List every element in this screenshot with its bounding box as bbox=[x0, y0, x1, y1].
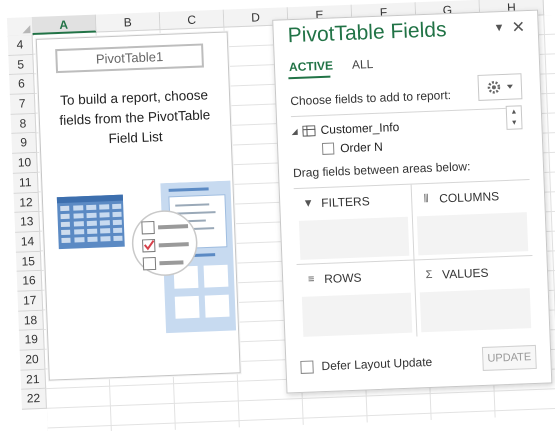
row-header-4[interactable]: 4 bbox=[7, 35, 34, 56]
checklist-magnifier-icon bbox=[131, 210, 198, 276]
row-header-10[interactable]: 10 bbox=[12, 153, 38, 174]
pivot-areas: ▼ FILTERS ⦀ COLUMNS ≡ ROWS bbox=[293, 179, 536, 343]
row-header-20[interactable]: 20 bbox=[19, 349, 46, 371]
scroll-up-icon[interactable]: ▲ bbox=[510, 108, 518, 116]
defer-layout-update[interactable]: Defer Layout Update bbox=[300, 355, 432, 374]
pivot-table-placeholder[interactable]: PivotTable1 To build a report, choose fi… bbox=[35, 31, 241, 381]
pivottable-fields-pane: PivotTable Fields ▼ ✕ ACTIVE ALL Choose … bbox=[272, 9, 553, 394]
table-name: Customer_Info bbox=[320, 120, 400, 138]
pane-options-dropdown-icon[interactable]: ▼ bbox=[493, 21, 505, 35]
row-header-11[interactable]: 11 bbox=[12, 172, 39, 194]
field-item[interactable]: Order N bbox=[321, 139, 384, 156]
filter-icon: ▼ bbox=[302, 197, 314, 210]
values-area[interactable]: Σ VALUES bbox=[415, 256, 536, 336]
tab-active[interactable]: ACTIVE bbox=[288, 58, 334, 75]
scroll-down-icon[interactable]: ▼ bbox=[510, 119, 518, 127]
defer-checkbox[interactable] bbox=[300, 359, 314, 374]
update-button[interactable]: UPDATE bbox=[481, 344, 537, 371]
table-node[interactable]: ◢ Customer_Info bbox=[291, 119, 399, 139]
pivot-table-hint: To build a report, choose fields from th… bbox=[43, 85, 227, 152]
values-header: Σ VALUES bbox=[421, 265, 489, 283]
row-header-17[interactable]: 17 bbox=[17, 290, 44, 312]
table-illustration-icon bbox=[56, 194, 125, 250]
collapse-arrow-icon[interactable]: ◢ bbox=[291, 126, 298, 136]
row-header-16[interactable]: 16 bbox=[16, 271, 43, 292]
filters-drop-zone[interactable] bbox=[298, 216, 410, 260]
row-header-21[interactable]: 21 bbox=[20, 369, 47, 391]
filters-header: ▼ FILTERS bbox=[300, 194, 370, 211]
row-header-14[interactable]: 14 bbox=[15, 231, 41, 253]
row-header-5[interactable]: 5 bbox=[8, 54, 35, 76]
gear-icon bbox=[487, 81, 513, 94]
row-header-22[interactable]: 22 bbox=[21, 389, 47, 410]
row-header-12[interactable]: 12 bbox=[13, 192, 40, 214]
tilted-view: A B C D E F G H 4 5 6 7 8 9 10 11 12 13 … bbox=[6, 0, 555, 431]
row-header-9[interactable]: 9 bbox=[11, 133, 38, 155]
defer-label: Defer Layout Update bbox=[321, 354, 433, 374]
columns-label: COLUMNS bbox=[438, 189, 500, 206]
pivot-table-name-box: PivotTable1 bbox=[55, 43, 204, 74]
tools-button[interactable] bbox=[477, 73, 523, 101]
rows-label: ROWS bbox=[323, 270, 362, 286]
select-all-corner[interactable] bbox=[6, 16, 34, 37]
field-checkbox[interactable] bbox=[321, 142, 335, 155]
rows-icon: ≡ bbox=[307, 273, 315, 286]
tab-all[interactable]: ALL bbox=[351, 56, 374, 72]
columns-drop-zone[interactable] bbox=[416, 212, 529, 256]
row-header-6[interactable]: 6 bbox=[9, 74, 35, 95]
columns-area[interactable]: ⦀ COLUMNS bbox=[411, 180, 533, 261]
table-icon bbox=[302, 124, 316, 137]
row-header-7[interactable]: 7 bbox=[9, 94, 36, 115]
values-drop-zone[interactable] bbox=[419, 288, 532, 333]
row-header-15[interactable]: 15 bbox=[15, 251, 42, 273]
field-label: Order N bbox=[339, 139, 384, 156]
rows-area[interactable]: ≡ ROWS bbox=[296, 260, 418, 341]
columns-icon: ⦀ bbox=[423, 192, 429, 205]
pane-title: PivotTable Fields bbox=[287, 18, 447, 48]
field-list-scroll[interactable]: ▲ ▼ bbox=[505, 105, 523, 130]
select-all-icon bbox=[22, 25, 31, 34]
row-header-8[interactable]: 8 bbox=[10, 113, 37, 135]
choose-fields-label: Choose fields to add to report: bbox=[290, 87, 452, 109]
rows-drop-zone[interactable] bbox=[301, 292, 413, 337]
pivot-illustration bbox=[56, 180, 237, 334]
rows-header: ≡ ROWS bbox=[303, 271, 362, 287]
sigma-icon: Σ bbox=[425, 268, 433, 282]
columns-header: ⦀ COLUMNS bbox=[418, 189, 500, 206]
filters-label: FILTERS bbox=[320, 194, 370, 211]
close-icon[interactable]: ✕ bbox=[511, 19, 526, 37]
values-label: VALUES bbox=[441, 265, 489, 282]
row-header-18[interactable]: 18 bbox=[18, 310, 44, 332]
field-list: ◢ Customer_Info Order N bbox=[290, 107, 523, 166]
filters-area[interactable]: ▼ FILTERS bbox=[293, 184, 415, 266]
row-header-19[interactable]: 19 bbox=[18, 330, 45, 351]
row-header-13[interactable]: 13 bbox=[14, 212, 41, 233]
active-tab-indicator bbox=[288, 75, 331, 80]
